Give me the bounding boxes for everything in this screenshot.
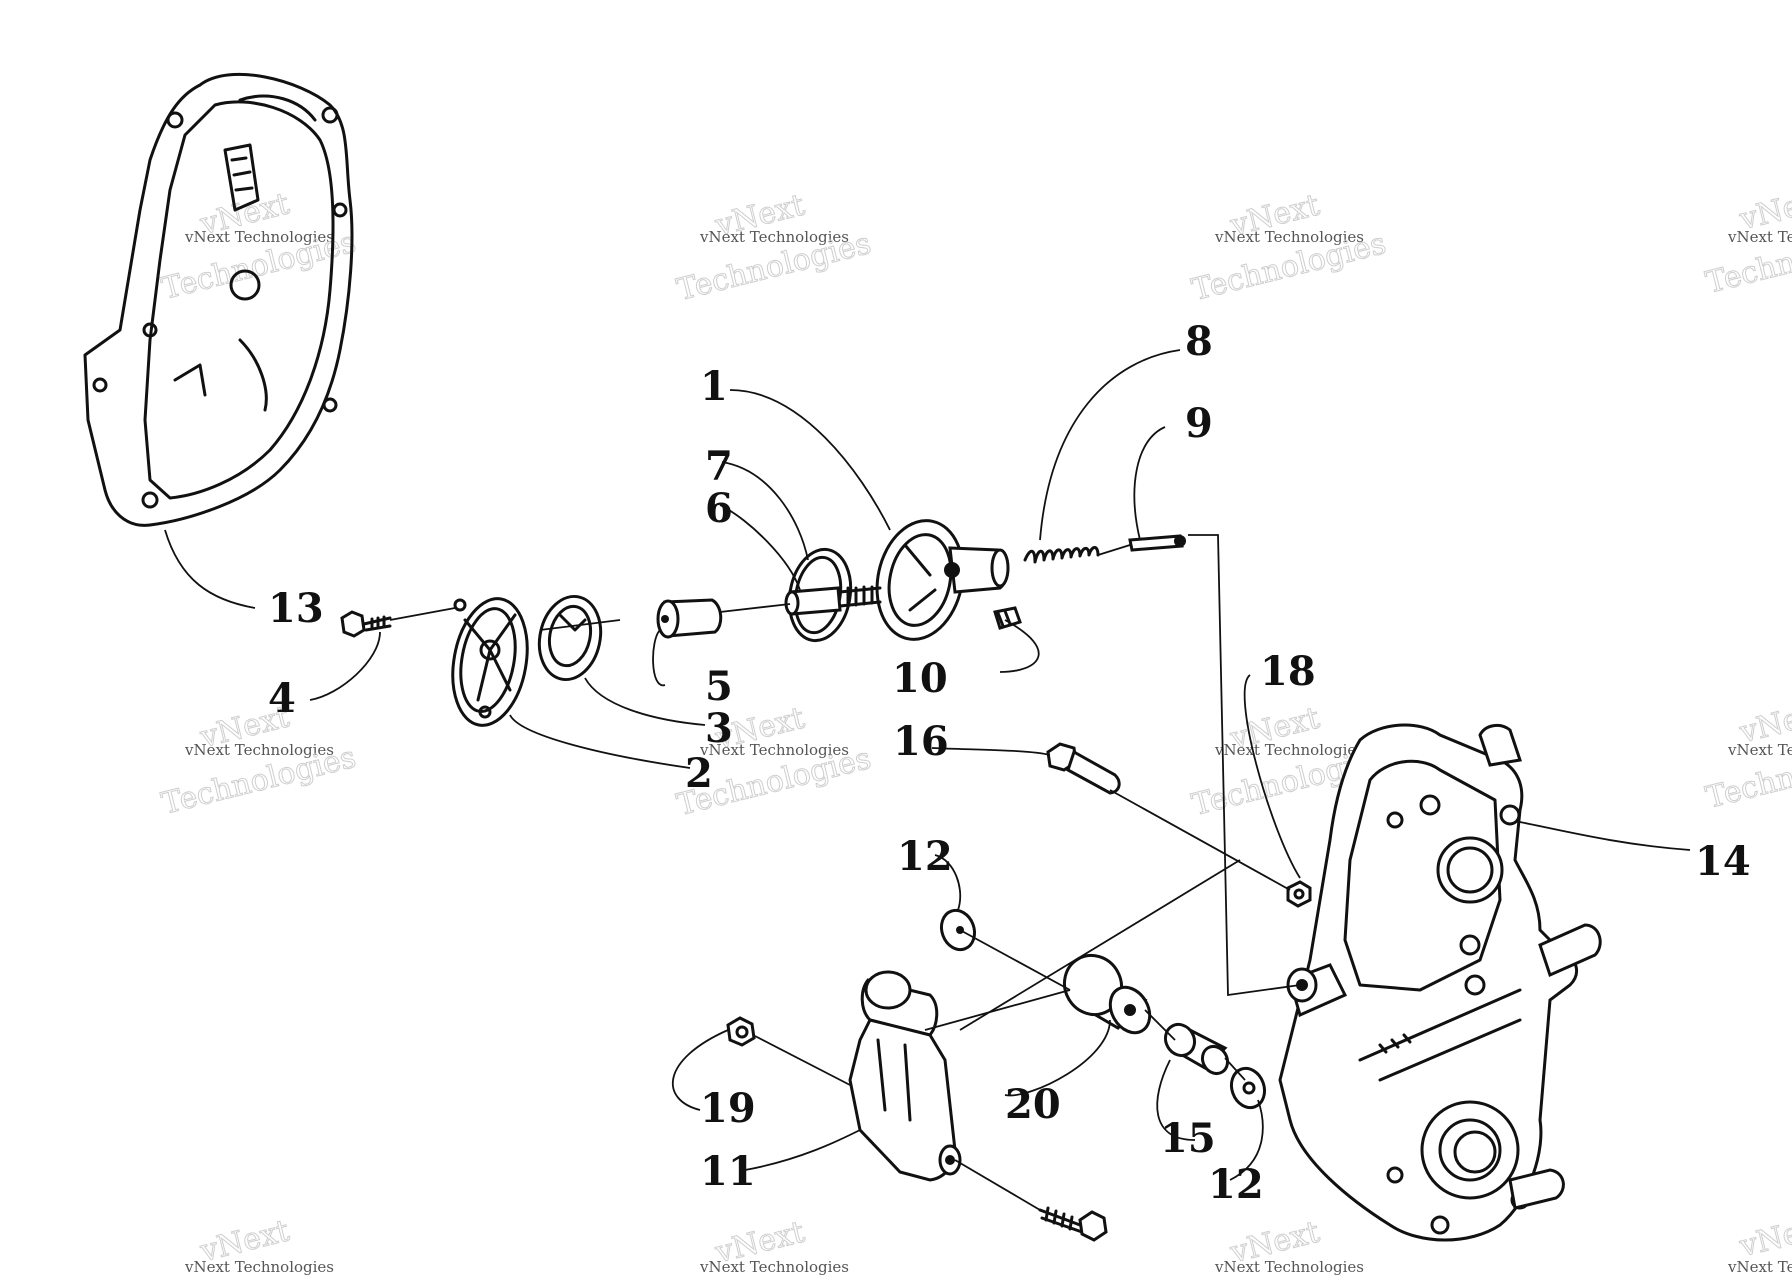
part-20-roller [1062, 953, 1152, 1035]
watermark: vNext vNext Technologies [1214, 1214, 1364, 1276]
part-8-spring [1023, 546, 1100, 564]
svg-text:vNext Technologies: vNext Technologies [699, 1258, 849, 1276]
callout-8: 8 [1185, 318, 1213, 365]
callout-15: 15 [1160, 1115, 1216, 1162]
svg-text:vNext: vNext [1736, 1209, 1792, 1265]
callout-10: 10 [892, 655, 948, 702]
callout-14: 14 [1695, 838, 1751, 885]
svg-text:vNext Technologies: vNext Technologies [699, 228, 849, 246]
callout-5: 5 [705, 663, 733, 710]
part-3-ring [537, 594, 603, 682]
callout-3: 3 [705, 705, 733, 752]
callout-18: 18 [1260, 648, 1316, 695]
watermark: vNext vNext Technologies [184, 1213, 334, 1276]
svg-text:vNext Technologies: vNext Technologies [1727, 1258, 1792, 1276]
watermark: vNext vNext Technologies Technologies [158, 699, 360, 822]
part-11-bracket [848, 970, 962, 1182]
part-18-nut [1286, 880, 1312, 908]
part-2-flange [451, 597, 529, 727]
part-14-gearcase [1278, 723, 1602, 1242]
watermark: vNext vNext Technologies Technologies [1188, 187, 1390, 308]
callout-16: 16 [893, 718, 949, 765]
callout-12-lower: 12 [1208, 1161, 1264, 1208]
part-10-screw [993, 606, 1022, 630]
part-19-nut [726, 1016, 756, 1047]
svg-text:vNext Technologies: vNext Technologies [184, 741, 334, 759]
svg-text:vNext Technologies: vNext Technologies [1727, 228, 1792, 246]
callout-13: 13 [268, 585, 324, 632]
callout-6: 6 [705, 485, 733, 532]
callout-4: 4 [268, 675, 296, 722]
callout-1: 1 [700, 363, 728, 410]
part-4-bolt [340, 610, 392, 638]
watermark: vNext vNext Technologies Technologies [1702, 181, 1792, 301]
svg-text:vNext Technologies: vNext Technologies [184, 1258, 334, 1276]
part-15-sleeve [1163, 1022, 1230, 1076]
svg-text:vNext Technologies: vNext Technologies [1214, 228, 1364, 246]
watermark: vNext vNext Technologies Technologies [673, 187, 875, 308]
callout-2: 2 [685, 750, 713, 797]
assembly-lines [389, 534, 1301, 1211]
watermark: vNext vNext Technologies Technologies [1702, 694, 1792, 816]
callout-7: 7 [705, 443, 733, 490]
callout-12-upper: 12 [897, 833, 953, 880]
svg-text:vNext Technologies: vNext Technologies [1214, 1258, 1364, 1276]
part-16-bolt [1046, 742, 1121, 795]
part-5-bushing [656, 598, 723, 639]
part-7-shaft [784, 585, 882, 616]
callout-19: 19 [700, 1085, 756, 1132]
callout-leaders [164, 349, 1691, 1181]
callout-labels: 1 2 3 4 5 6 7 8 9 10 11 12 12 13 14 15 1… [268, 318, 1751, 1208]
part-17-bolt [1038, 1206, 1108, 1242]
svg-text:vNext Technologies: vNext Technologies [1727, 741, 1792, 759]
callout-20: 20 [1005, 1081, 1061, 1128]
part-9-pin [1128, 534, 1186, 552]
watermark-group: vNext vNext Technologies Technologies vN… [158, 181, 1792, 1276]
callout-9: 9 [1185, 400, 1213, 447]
svg-text:vNext Technologies: vNext Technologies [699, 741, 849, 759]
part-12-washer-upper [939, 908, 977, 952]
part-13-cover [83, 72, 354, 527]
watermark: vNext vNext Technologies [699, 1214, 849, 1276]
part-12-washer-lower [1229, 1066, 1267, 1110]
watermark: vNext vNext Technologies [1727, 1208, 1792, 1276]
callout-11: 11 [700, 1148, 756, 1195]
part-1-housing [875, 519, 1010, 641]
svg-text:vNext Technologies: vNext Technologies [184, 228, 334, 246]
